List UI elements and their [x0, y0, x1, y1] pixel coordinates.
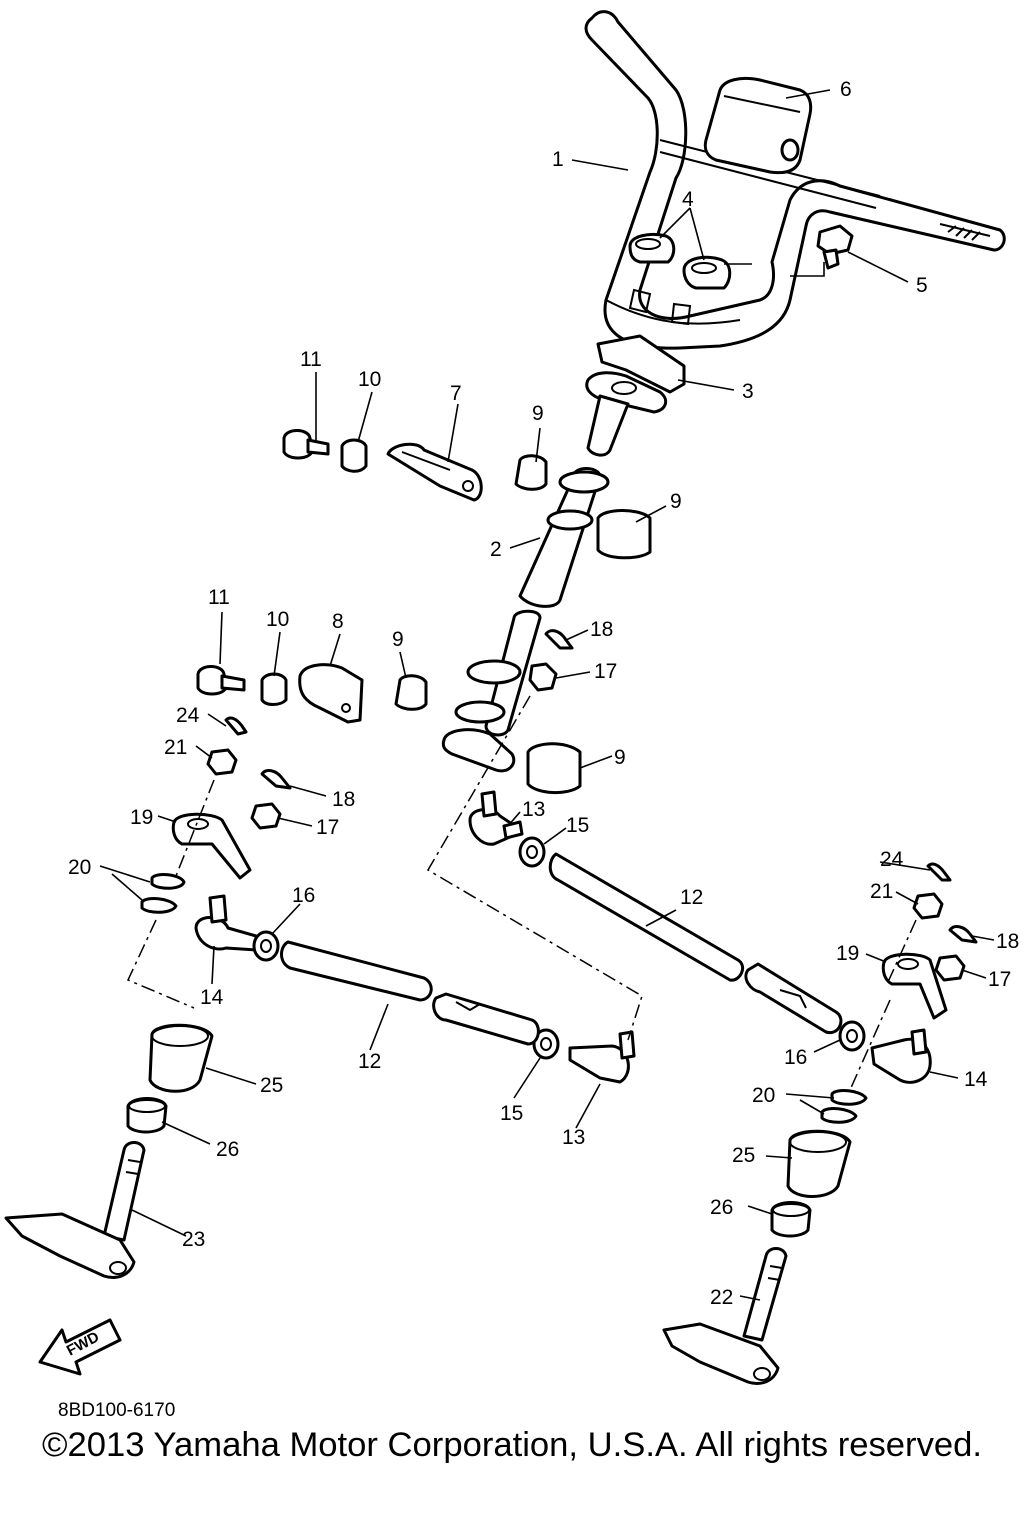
callout-3: 3 [742, 380, 754, 403]
callout-4: 4 [682, 188, 694, 211]
alignment-lines [126, 695, 917, 1091]
bolt-part-11-upper [282, 429, 330, 460]
callout-18-top: 18 [590, 618, 613, 641]
copyright-notice: ©2013 Yamaha Motor Corporation, U.S.A. A… [42, 1426, 982, 1464]
tie-rod-end-part-14-right [870, 1028, 932, 1084]
steering-knuckle-part-22 [662, 1247, 788, 1385]
callout-9-lower-left: 9 [392, 628, 404, 651]
callout-26-right: 26 [710, 1196, 733, 1219]
callout-2: 2 [490, 538, 502, 561]
bearing-part-25-left [148, 1023, 214, 1093]
seal-part-26-right [770, 1201, 812, 1238]
callout-8: 8 [332, 610, 344, 633]
callout-20-left: 20 [68, 856, 91, 879]
callout-25-right: 25 [732, 1144, 755, 1167]
nuts-part-16 [252, 930, 866, 1052]
steering-knuckle-part-23 [4, 1141, 146, 1279]
callout-17-left: 17 [316, 816, 339, 839]
callout-labels: 1 4 5 6 3 11 10 7 9 9 2 11 10 8 9 18 17 … [68, 78, 1019, 1309]
diagram-code: 8BD100-6170 [58, 1400, 175, 1421]
tie-rod-end-part-13-lower [568, 1030, 636, 1084]
callout-17-right: 17 [988, 968, 1011, 991]
collar-part-10-lower [260, 672, 288, 706]
steering-column-lower [441, 609, 542, 773]
callout-9-lower-right: 9 [614, 746, 626, 769]
bolt-part-5 [816, 224, 854, 270]
bolt-part-11-lower [196, 665, 246, 696]
callout-24-right: 24 [880, 848, 904, 871]
callout-21-left: 21 [164, 736, 187, 759]
knuckle-arm-part-19-left [171, 812, 252, 880]
callout-18-left: 18 [332, 788, 355, 811]
callout-1: 1 [552, 148, 564, 171]
handlebar-part-1 [584, 10, 1006, 350]
callout-11-upper: 11 [300, 348, 322, 371]
tie-rod-part-12-right [548, 852, 843, 1035]
callout-17-top: 17 [594, 660, 617, 683]
collar-part-10-upper [340, 438, 368, 473]
callout-14-left: 14 [200, 986, 224, 1009]
cotter-pins-part-18 [260, 629, 978, 944]
handlebar-pad-part-6 [703, 76, 813, 175]
callout-10-lower: 10 [266, 608, 289, 631]
nuts-part-21 [206, 748, 944, 920]
callout-25-left: 25 [260, 1074, 283, 1097]
callout-6: 6 [840, 78, 852, 101]
callout-18-right: 18 [996, 930, 1019, 953]
nuts-part-17 [250, 662, 966, 982]
knuckle-arm-part-19-right [881, 952, 948, 1020]
callout-19-right: 19 [836, 942, 859, 965]
upper-column-holder-part-7 [386, 442, 483, 502]
tie-rod-end-part-14-left [194, 894, 258, 952]
callout-15-lower: 15 [500, 1102, 523, 1125]
callout-10-upper: 10 [358, 368, 381, 391]
callout-21-right: 21 [870, 880, 893, 903]
lower-holder-part-3 [585, 334, 686, 457]
bearing-part-25-right [786, 1129, 852, 1198]
nuts-part-15 [518, 836, 560, 1060]
callout-26-left: 26 [216, 1138, 239, 1161]
callout-9-upper-right: 9 [670, 490, 682, 513]
upper-holders-part-4 [628, 232, 732, 290]
callout-14-right: 14 [964, 1068, 988, 1091]
callout-19-left: 19 [130, 806, 153, 829]
callout-22: 22 [710, 1286, 733, 1309]
fwd-arrow-icon: FWD [38, 1318, 122, 1376]
callout-16-right: 16 [784, 1046, 807, 1069]
callout-12-right: 12 [680, 886, 703, 909]
steering-column-part-2 [518, 467, 610, 608]
tie-rod-end-part-13-upper [468, 790, 524, 846]
callout-16-left: 16 [292, 884, 315, 907]
pins-part-24 [224, 716, 952, 882]
callout-9-upper-left: 9 [532, 402, 544, 425]
callout-15-upper: 15 [566, 814, 589, 837]
callout-20-right: 20 [752, 1084, 775, 1107]
lower-column-holder-part-8 [298, 663, 364, 724]
callout-13-upper: 13 [522, 798, 545, 821]
callout-12-left: 12 [358, 1050, 381, 1073]
tie-rod-part-12-left [280, 940, 540, 1046]
callout-5: 5 [916, 274, 928, 297]
leader-lines [99, 89, 995, 1301]
callout-13-lower: 13 [562, 1126, 585, 1149]
callout-24-left: 24 [176, 704, 200, 727]
spacers-part-20 [140, 873, 868, 1124]
callout-7: 7 [450, 382, 462, 405]
callout-23: 23 [182, 1228, 205, 1251]
seal-part-26-left [126, 1097, 168, 1134]
bush-parts-9 [394, 454, 652, 794]
callout-11-lower: 11 [208, 586, 230, 609]
